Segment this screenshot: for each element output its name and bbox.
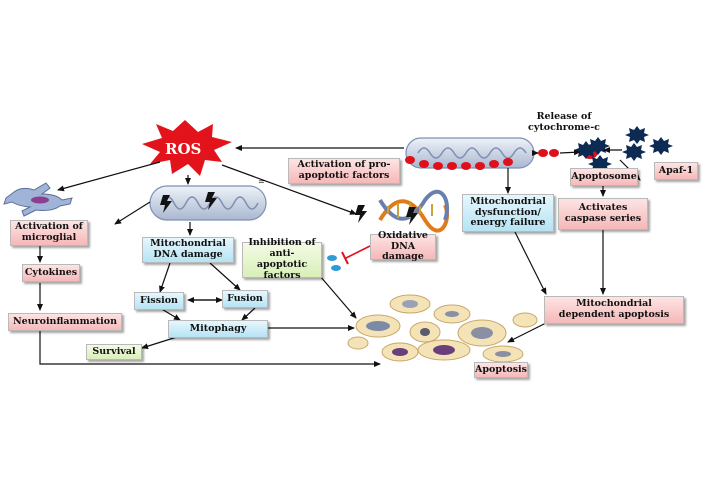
mito-dna-damage-box: Mitochondrial DNA damage [142, 237, 234, 263]
lightning-icon [406, 207, 418, 225]
fission-box: Fission [134, 292, 184, 310]
survival-box: Survival [86, 344, 142, 360]
microglia-cell-icon [3, 182, 73, 217]
lightning-icon [355, 205, 367, 223]
apoptosis-box: Apoptosis [474, 362, 528, 378]
cytokines-box: Cytokines [22, 264, 80, 282]
oxidative-dna-damage-box: Oxidative DNA damage [370, 230, 436, 262]
mito-dependent-apoptosis-box: Mitochondrial dependent apoptosis [544, 296, 684, 324]
activation-pro-apoptotic-box: Activation of pro-apoptotic factors [288, 158, 400, 184]
mitophagy-box: Mitophagy [168, 320, 268, 338]
anti-apoptotic-factor-dot [327, 255, 337, 261]
dna-helix-icon [378, 189, 450, 233]
fusion-box: Fusion [222, 290, 268, 308]
mito-dysfunction-box: Mitochondrial dysfunction/ energy failur… [462, 194, 554, 232]
inhibition-line [345, 245, 371, 259]
release-cytochrome-label: Release of cytochrome-c [528, 111, 600, 133]
activates-caspase-box: Activates caspase series [558, 198, 648, 230]
inhibition-anti-apoptotic-box: Inhibition of anti-apoptotic factors [242, 237, 322, 281]
ros-label: ROS [165, 140, 202, 158]
apaf1-box: Apaf-1 [654, 162, 698, 180]
lightning-icon [160, 195, 172, 213]
apoptosome-box: Apoptosome [570, 168, 638, 186]
neuroinflammation-box: Neuroinflammation [8, 313, 122, 331]
lightning-icon [205, 192, 217, 210]
apoptotic-cells-icon [347, 294, 538, 363]
activation-microglial-box: Activation of microglial [10, 220, 88, 246]
equals-mark: = [258, 177, 265, 186]
cytochrome-c-dots [405, 145, 598, 170]
inhibition-bar [341, 251, 349, 265]
ros-burst-icon [142, 120, 232, 176]
anti-apoptotic-factor-dot [331, 265, 341, 271]
diagram-arrows [37, 145, 641, 367]
